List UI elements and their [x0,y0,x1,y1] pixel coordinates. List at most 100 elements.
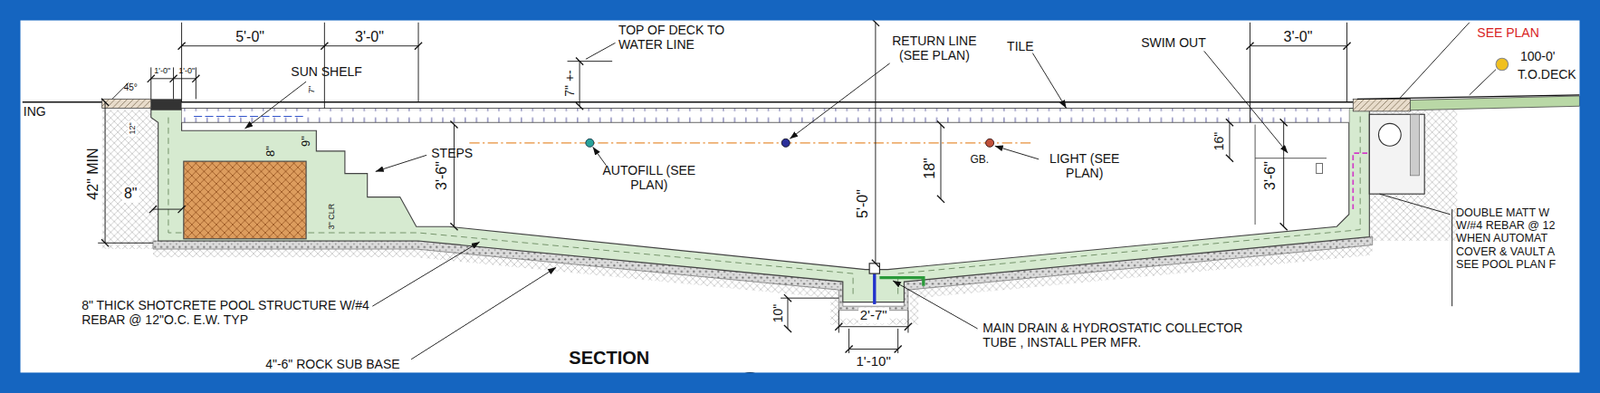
callout-label: AUTOFILL (SEE PLAN) [602,162,697,192]
dimension-lines [780,297,839,299]
auto-cover-vault [1352,114,1425,211]
dimension-text: 5'-0" [235,28,265,45]
dimension-text: 3'-6" [433,159,451,192]
dimension-text: 16" [1210,129,1226,153]
dimension-lines [1283,122,1284,227]
plumbing [585,138,595,147]
dimension-text: 1'-10" [854,353,893,369]
tile-band [193,115,307,117]
swim-out [1316,162,1323,173]
dimension-text: 5'-0" [854,188,872,221]
deck-and-coping [22,101,1358,103]
reference-note: SEE PLAN [1476,25,1539,40]
dimension-text: 8" [263,145,278,157]
leader-lines [1469,69,1496,96]
auto-cover-vault [1369,114,1425,194]
elevation-marker [1495,57,1509,71]
dimension-text: 3'-0" [354,28,384,45]
ground-hatch [1365,107,1457,241]
dimension-lines [1228,122,1230,158]
dimension-lines [182,22,419,109]
pool-shell [151,107,1371,302]
deck-and-coping [102,98,152,108]
note-text: 4"-6" ROCK SUB BASE [265,356,400,372]
dimension-lines [567,60,614,62]
note-text: MAIN DRAIN & HYDROSTATIC COLLECTOR TUBE … [982,320,1247,350]
tile-band [182,107,1350,123]
leader-lines [372,241,480,307]
dimension-lines [1249,45,1347,47]
deck-and-coping [22,95,1581,112]
auto-cover-vault [1409,114,1419,176]
note-text: TOP OF DECK TO WATER LINE [618,22,735,52]
pool-shell [168,114,1361,294]
deck-and-coping [1409,95,1580,111]
main-drain [872,273,876,305]
dimension-lines [153,209,183,211]
elevation-text: T.O.DECK [1517,67,1577,82]
leader-lines [1204,50,1288,154]
dimension-lines [453,124,455,228]
leader-lines [1032,53,1066,109]
dimension-text: 3" CLR [326,203,336,230]
leader-lines [1399,22,1470,98]
note-text: 8" THICK SHOTCRETE POOL STRUCTURE W/#4 R… [81,297,370,327]
dimension-lines [579,61,581,107]
bond-beam [183,161,307,240]
dimension-text: 7" +- [562,68,577,99]
leader-lines [1379,193,1453,307]
dimension-lines [151,77,197,79]
elevation-text: 100-0' [1520,48,1555,64]
main-drain [869,263,924,305]
dimension-text: 42" MIN [84,145,101,202]
plumbing [469,142,1031,144]
deck-and-coping [1357,95,1581,100]
ground-hatch [102,110,159,250]
main-drain [879,277,923,287]
swim-out [1255,124,1327,225]
callout-label: STEPS [431,145,473,161]
edge-label: ING [21,104,48,119]
dimension-text: 3'-0" [1283,28,1313,45]
dimension-text: 45° [124,82,138,94]
auto-cover-vault [1378,123,1401,146]
dimension-text: 3'-6" [1262,159,1279,192]
plumbing [469,138,1031,147]
dimension-lines [849,348,899,350]
dimension-lines [105,102,106,244]
bond-beam [183,161,307,240]
dimension-lines [1249,22,1347,123]
dimension-lines [585,42,616,59]
dimension-text: 1'-0" [153,66,171,76]
dimension-text: 7" [306,84,317,96]
tile-band [182,107,1350,123]
dimension-text: 2'-7" [858,307,890,324]
callout-label: LIGHT (SEE PLAN) [1043,151,1127,181]
deck-and-coping [1352,98,1410,112]
leader-lines [593,146,607,165]
dimension-text: 8" [122,185,140,202]
plumbing [781,138,790,147]
plumbing [986,138,995,147]
note-text: DOUBLE MATT W W/#4 REBAR @ 12 WHEN AUTOM… [1456,206,1572,272]
dimension-lines [940,124,942,200]
dimension-text: 1'-0" [178,66,195,76]
leader-lines [244,22,1496,360]
leader-lines [411,267,556,359]
callout-label: GB. [969,153,989,167]
callout-label: RETURN LINE (SEE PLAN) [883,33,986,63]
dimension-lines [838,325,909,327]
dimension-lines [849,328,899,354]
callout-label: SWIM OUT [1140,35,1207,50]
auto-cover-vault [1352,153,1368,211]
section-title: SECTION [568,346,650,368]
pool-shell [151,107,1371,302]
leader-lines [375,154,427,172]
dimension-lines [874,22,876,264]
dimension-lines [182,45,419,47]
swim-out [1255,124,1327,225]
